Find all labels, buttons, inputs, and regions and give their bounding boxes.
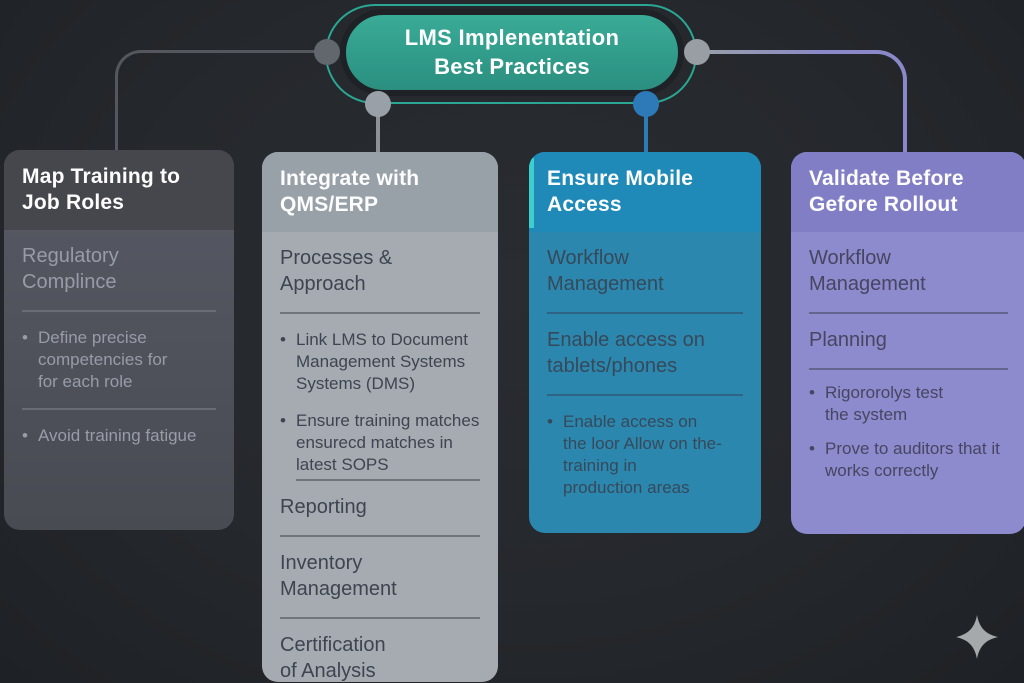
bullet-item: • Avoid training fatigue <box>22 425 216 447</box>
card2-body: Processes & Approach • Link LMS to Docum… <box>262 245 498 682</box>
accent-stripe <box>529 158 534 228</box>
subheading: Workflow Management <box>547 246 664 295</box>
connector-dot-left <box>314 39 340 65</box>
connector-root-to-card3 <box>644 104 648 154</box>
bullet-item: • Define precise competencies for for ea… <box>22 327 216 393</box>
connector-root-to-card4-fade <box>699 50 834 54</box>
bullet-marker: • <box>280 410 286 430</box>
divider <box>547 393 743 396</box>
bullet-marker: • <box>547 411 553 431</box>
bullet-marker: • <box>809 382 815 402</box>
bullet-text: Ensure training matches ensurecd matches… <box>296 410 480 474</box>
bullet-text: Link LMS to Document Management Systems … <box>296 329 468 393</box>
connector-root-to-card2 <box>376 104 380 154</box>
divider <box>809 311 1008 314</box>
divider <box>809 367 1008 370</box>
divider <box>280 535 480 538</box>
connector-dot-bottom-left <box>365 91 391 117</box>
card4-title: Validate Before Gefore Rollout <box>809 167 964 217</box>
bullet-text: Enable access on the loor Allow on the- … <box>563 411 722 497</box>
bullet-item: • Rigororolys test the system <box>809 382 1008 426</box>
card1-title: Map Training to Job Roles <box>22 165 181 215</box>
subheading: Regulatory Complince <box>22 244 119 293</box>
card4-header: Validate Before Gefore Rollout <box>791 152 1024 232</box>
card3-body: Workflow Management Enable access on tab… <box>529 245 761 513</box>
card4-body: Workflow Management Planning • Rigororol… <box>791 245 1024 496</box>
bullet-item: • Ensure training matches ensurecd match… <box>280 410 480 476</box>
subheading: Planning <box>809 328 887 351</box>
subheading: Certification of Analysis <box>280 634 386 682</box>
subheading: Enable access on tablets/phones <box>547 328 705 377</box>
card2-header: Integrate with QMS/ERP <box>262 152 498 232</box>
card3-header: Ensure Mobile Access <box>529 152 761 232</box>
divider <box>280 311 480 314</box>
bullet-marker: • <box>809 438 815 458</box>
divider <box>22 309 216 312</box>
subheading: Inventory Management <box>280 552 397 601</box>
bullet-text: Prove to auditors that it works correctl… <box>825 438 1000 480</box>
card-validate-before-rollout: Validate Before Gefore Rollout Workflow … <box>791 152 1024 534</box>
bullet-marker: • <box>280 329 286 349</box>
bullet-item: • Link LMS to Document Management System… <box>280 329 480 395</box>
card2-title: Integrate with QMS/ERP <box>280 167 420 217</box>
bullet-marker: • <box>22 425 28 445</box>
bullet-text: Avoid training fatigue <box>38 425 197 445</box>
card-map-training-to-job-roles: Map Training to Job Roles Regulatory Com… <box>4 150 234 530</box>
root-node-title: LMS Implenentation Best Practices <box>404 24 620 79</box>
card1-body: Regulatory Complince • Define precise co… <box>4 243 234 461</box>
bullet-item: • Enable access on the loor Allow on the… <box>547 411 743 499</box>
card-integrate-with-qms-erp: Integrate with QMS/ERP Processes & Appro… <box>262 152 498 682</box>
bullet-marker: • <box>22 327 28 347</box>
divider <box>280 617 480 620</box>
root-node: LMS Implenentation Best Practices <box>340 9 684 96</box>
bullet-item: • Prove to auditors that it works correc… <box>809 438 1008 482</box>
connector-root-to-card4 <box>697 50 907 154</box>
card3-title: Ensure Mobile Access <box>547 167 694 217</box>
divider <box>296 479 480 482</box>
connector-dot-right <box>684 39 710 65</box>
card-ensure-mobile-access: Ensure Mobile Access Workflow Management… <box>529 152 761 533</box>
connector-dot-bottom-right <box>633 91 659 117</box>
subheading: Reporting <box>280 496 367 519</box>
sparkle-icon <box>956 615 998 659</box>
divider <box>547 311 743 314</box>
subheading: Workflow Management <box>809 246 926 295</box>
subheading: Processes & Approach <box>280 246 393 295</box>
card1-header: Map Training to Job Roles <box>4 150 234 230</box>
divider <box>22 407 216 410</box>
connector-root-to-card1 <box>115 50 328 154</box>
bullet-text: Rigororolys test the system <box>825 382 944 424</box>
bullet-text: Define precise competencies for for each… <box>38 327 168 391</box>
